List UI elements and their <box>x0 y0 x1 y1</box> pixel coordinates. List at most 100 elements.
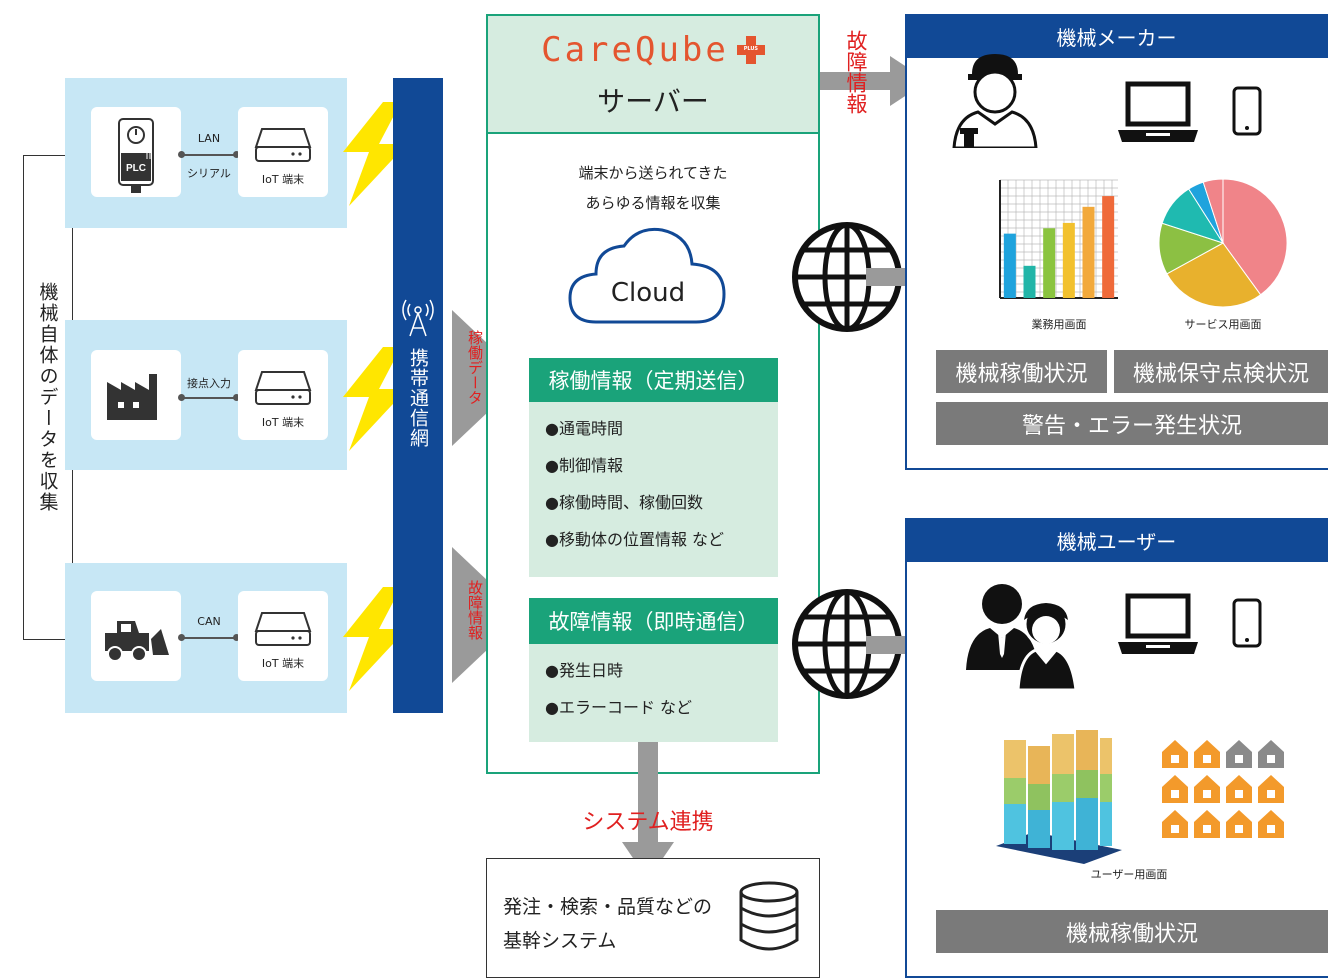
bar <box>1102 196 1115 298</box>
houses-icon-grid <box>1162 740 1284 838</box>
server-header <box>486 14 820 134</box>
system-link-label: システム連携 <box>582 810 714 835</box>
technician-icon <box>952 54 1038 148</box>
cloud-icon <box>568 227 726 324</box>
conn-dot <box>178 394 185 401</box>
logo-plus-icon: PLUS <box>736 36 765 64</box>
house-icon <box>1258 775 1284 803</box>
conn-line-1 <box>181 154 237 156</box>
smartphone-icon <box>1232 598 1262 648</box>
iot-label: IoT 端末 <box>261 173 305 186</box>
conn-line-3 <box>181 637 237 639</box>
database-icon <box>739 881 799 951</box>
users-icon <box>966 584 1078 690</box>
fault-info-list: ●発生日時 ●エラーコード など <box>529 644 778 742</box>
conn-dot <box>233 394 240 401</box>
user-screen-caption: ユーザー用画面 <box>1090 868 1168 881</box>
house-icon <box>1194 810 1220 838</box>
conn-dot <box>233 634 240 641</box>
fault-item: ●発生日時 <box>545 661 623 680</box>
server-title: サーバー <box>597 85 709 118</box>
iot-device-icon <box>254 128 312 162</box>
maker-status-maintenance: 機械保守点検状況 <box>1114 350 1328 393</box>
factory-icon <box>107 374 157 420</box>
house-icon <box>1162 740 1188 768</box>
house-icon <box>1162 810 1188 838</box>
house-icon <box>1194 775 1220 803</box>
left-label: 機械自体のデータを収集 <box>36 282 59 513</box>
left-label-box: 機械自体のデータを収集 <box>23 155 73 640</box>
maker-title: 機械メーカー <box>905 14 1328 58</box>
iot-label: IoT 端末 <box>261 657 305 670</box>
logo-plus-badge: PLUS <box>743 46 759 52</box>
operation-item: ●移動体の位置情報 など <box>545 530 725 549</box>
conn-label-lan: LAN <box>197 132 221 145</box>
lightning-icon <box>343 587 407 691</box>
bar <box>1003 233 1016 298</box>
bar <box>1062 222 1075 298</box>
service-screen-caption: サービス用画面 <box>1184 318 1262 331</box>
service-pie-chart <box>1158 178 1288 308</box>
iot-device-icon <box>254 612 312 646</box>
house-icon <box>1226 775 1252 803</box>
iot-terminal-1: IoT 端末 <box>238 107 328 197</box>
pie-slice <box>1222 178 1288 296</box>
antenna-icon <box>402 299 434 337</box>
cloud-label: Cloud <box>610 278 686 308</box>
house-icon <box>1162 775 1188 803</box>
conn-line-2 <box>181 397 237 399</box>
fault-info-header: 故障情報（即時通信） <box>529 598 778 644</box>
bar <box>1023 265 1036 298</box>
forklift-device-box <box>91 591 181 681</box>
conn-dot <box>178 151 185 158</box>
pie-slice <box>1166 242 1262 308</box>
smartphone-icon <box>1232 86 1262 136</box>
operation-info-list: ●通電時間 ●制御情報 ●稼働時間、稼働回数 ●移動体の位置情報 など <box>529 402 778 577</box>
bar <box>1043 228 1056 298</box>
maker-status-warning: 警告・エラー発生状況 <box>936 402 1328 445</box>
fault-notify-label: 故障情報 <box>844 30 868 114</box>
iot-label: IoT 端末 <box>261 416 305 429</box>
collect-line1: 端末から送られてきた <box>578 164 728 182</box>
conn-label-serial: シリアル <box>187 167 231 180</box>
plc-icon: PLC <box>118 118 154 193</box>
fault-item: ●エラーコード など <box>545 698 693 717</box>
house-icon <box>1258 740 1284 768</box>
user-title: 機械ユーザー <box>905 518 1328 562</box>
user-3d-bar-graphic <box>996 730 1122 864</box>
house-icon <box>1258 810 1284 838</box>
user-panel <box>905 518 1328 978</box>
mobile-network-bar: 携帯通信網 <box>393 78 443 713</box>
plc-device-box: PLC <box>91 107 181 197</box>
house-icon <box>1226 740 1252 768</box>
backbone-line2: 基幹システム <box>503 930 617 952</box>
iot-terminal-3: IoT 端末 <box>238 591 328 681</box>
house-icon <box>1194 740 1220 768</box>
laptop-icon <box>1118 593 1198 654</box>
iot-device-icon <box>254 371 312 405</box>
bar <box>1082 206 1095 298</box>
operation-item: ●通電時間 <box>545 419 623 438</box>
network-label: 携帯通信網 <box>407 348 429 448</box>
lightning-icon <box>343 102 407 206</box>
operation-item: ●稼働時間、稼働回数 <box>545 493 703 512</box>
careqube-logo: CareQube PLUS <box>508 28 798 72</box>
conn-dot <box>178 634 185 641</box>
logo-text: CareQube <box>541 30 729 70</box>
operation-item: ●制御情報 <box>545 456 623 475</box>
user-status-operation: 機械稼働状況 <box>936 910 1328 953</box>
backbone-system-box <box>486 858 820 978</box>
plc-text: PLC <box>126 163 146 174</box>
forklift-icon <box>105 621 169 662</box>
collect-line2: あらゆる情報を収集 <box>585 194 721 212</box>
conn-label-contact: 接点入力 <box>187 377 231 390</box>
backbone-line1: 発注・検索・品質などの <box>503 896 713 918</box>
lightning-icon <box>343 347 407 451</box>
maker-status-operation: 機械稼働状況 <box>936 350 1107 393</box>
iot-terminal-2: IoT 端末 <box>238 350 328 440</box>
factory-device-box <box>91 350 181 440</box>
business-screen-caption: 業務用画面 <box>1031 318 1087 331</box>
laptop-icon <box>1118 81 1198 142</box>
fault-data-label: 故障情報 <box>466 580 484 640</box>
conn-dot <box>233 151 240 158</box>
